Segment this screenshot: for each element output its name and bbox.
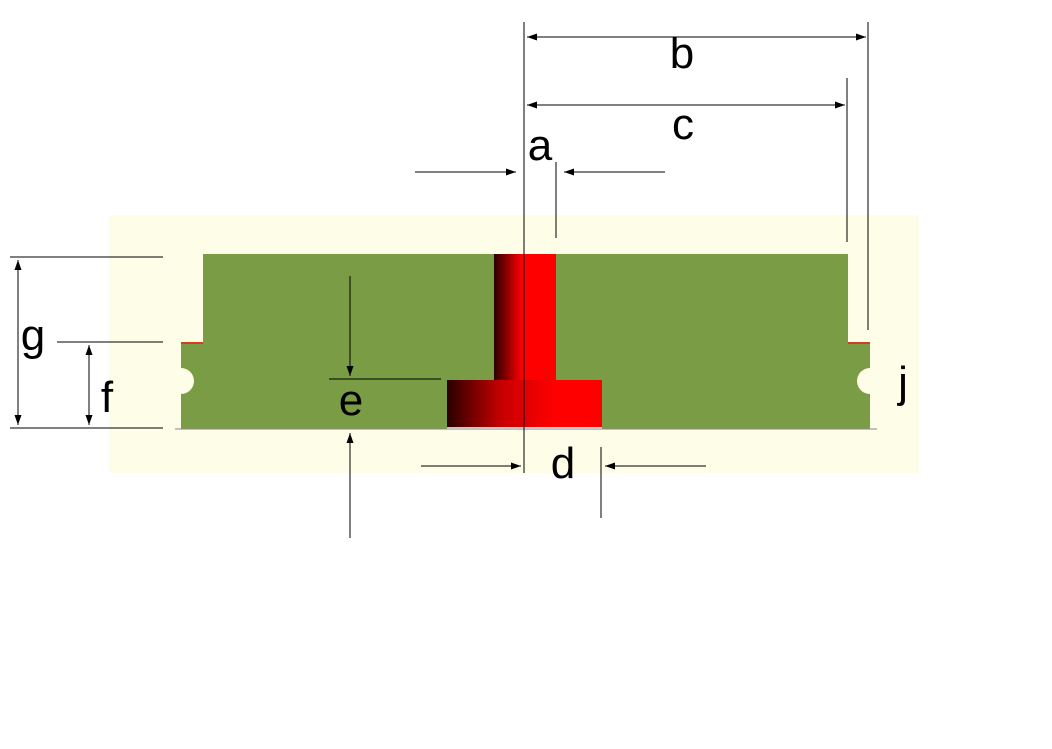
- label-f: f: [101, 373, 114, 422]
- pin-stem: [494, 254, 556, 382]
- label-c: c: [672, 100, 694, 149]
- dimension-lines: [10, 22, 869, 538]
- label-a: a: [528, 121, 553, 170]
- label-j: j: [896, 358, 908, 407]
- label-g: g: [21, 311, 45, 360]
- label-d: d: [551, 439, 575, 488]
- label-b: b: [670, 29, 694, 78]
- label-e: e: [339, 376, 363, 425]
